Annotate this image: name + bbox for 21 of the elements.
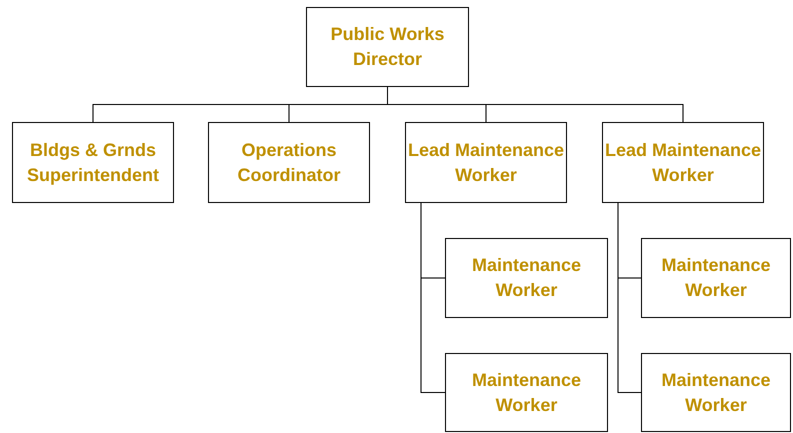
position-box	[12, 122, 174, 203]
job-title: Maintenance Worker	[470, 254, 582, 302]
position-box	[306, 7, 469, 87]
connector-line	[618, 202, 642, 393]
position-box	[405, 122, 567, 203]
job-title: Maintenance Worker	[470, 368, 582, 416]
job-title: Bldgs & Grnds Superintendent	[26, 138, 160, 187]
job-title: Maintenance Worker	[660, 254, 772, 302]
job-title: Public Works Director	[330, 23, 446, 71]
connector-line	[387, 86, 684, 122]
position-box	[445, 353, 608, 432]
job-title: Operations Coordinator	[236, 138, 342, 186]
job-title: Lead Maintenance Worker	[406, 138, 566, 186]
position-box	[641, 238, 791, 318]
job-title: Maintenance Worker	[660, 368, 772, 416]
position-box	[602, 122, 764, 203]
position-box	[445, 238, 608, 318]
connector-line	[420, 202, 446, 393]
position-box	[208, 122, 370, 203]
job-title: Lead Maintenance Worker	[604, 138, 762, 186]
position-box	[641, 353, 791, 432]
